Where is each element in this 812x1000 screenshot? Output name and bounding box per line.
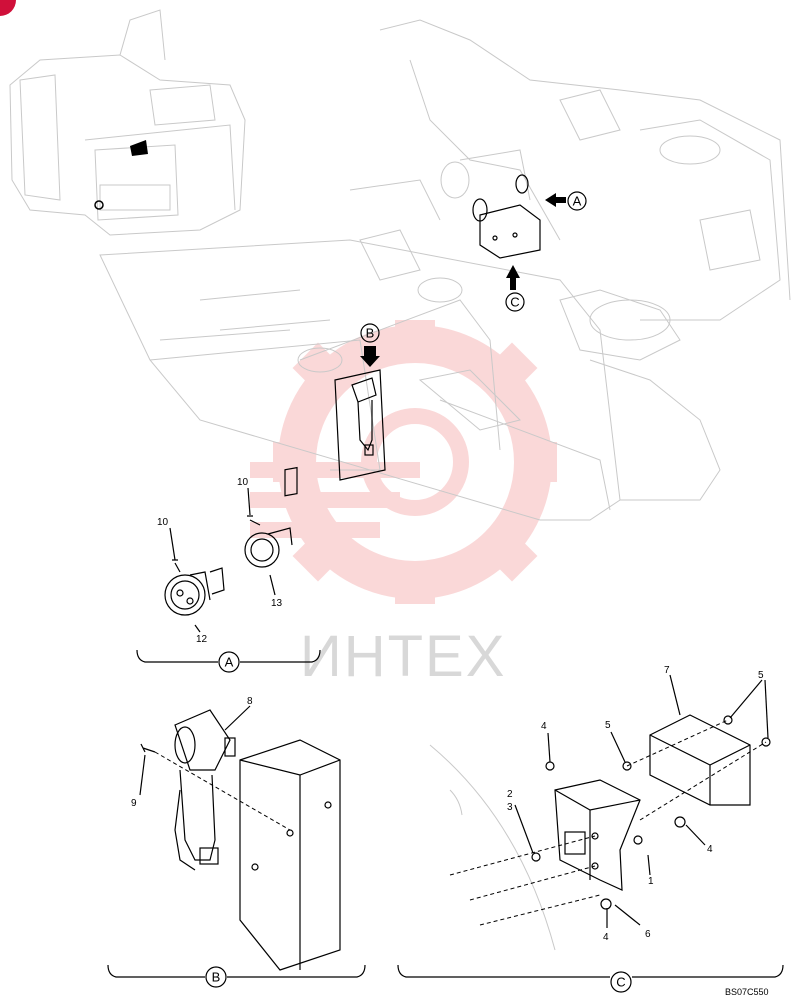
view-b-bracket bbox=[107, 964, 366, 978]
view-c-parts bbox=[429, 674, 771, 951]
part-12: 12 bbox=[196, 634, 208, 645]
part-6: 6 bbox=[645, 929, 651, 940]
watermark-gear-icon bbox=[250, 320, 557, 604]
pedal-bracket-main bbox=[334, 369, 386, 481]
view-a-circle bbox=[218, 651, 240, 673]
horn-bracket-main bbox=[472, 174, 541, 259]
callout-arrow-b-icon bbox=[360, 346, 380, 367]
view-c-label: C bbox=[616, 975, 625, 990]
chassis-frame bbox=[99, 19, 791, 521]
view-a-label: A bbox=[225, 655, 234, 670]
view-c-circle bbox=[610, 971, 632, 993]
machine-overview bbox=[9, 9, 246, 236]
view-b-dashed-line bbox=[154, 751, 291, 831]
part-1: 1 bbox=[648, 876, 654, 887]
part-4-c: 4 bbox=[603, 932, 609, 943]
corner-badge bbox=[0, 0, 16, 16]
part-10-b: 10 bbox=[237, 477, 249, 488]
view-c-bracket bbox=[397, 964, 784, 978]
callout-arrow-a-icon bbox=[545, 193, 566, 207]
view-b-leader-8 bbox=[224, 705, 251, 731]
view-b-leader-9 bbox=[139, 754, 146, 796]
drawing-code: BS07C550 bbox=[725, 987, 769, 997]
callout-circle-c bbox=[505, 292, 525, 312]
view-b-label: B bbox=[212, 970, 221, 985]
callout-arrow-c-icon bbox=[506, 265, 520, 290]
overview-arrow-icon bbox=[94, 140, 148, 210]
part-8: 8 bbox=[247, 696, 253, 707]
part-9: 9 bbox=[131, 798, 137, 809]
callout-label-c: C bbox=[510, 295, 519, 310]
part-3: 3 bbox=[507, 802, 513, 813]
part-4-a: 4 bbox=[541, 721, 547, 732]
view-a-bracket bbox=[136, 649, 321, 663]
part-5-b: 5 bbox=[605, 720, 611, 731]
callout-label-a: A bbox=[573, 194, 582, 209]
view-a-parts bbox=[164, 466, 298, 616]
callout-circle-b bbox=[360, 323, 380, 343]
part-13: 13 bbox=[271, 598, 283, 609]
view-b-circle bbox=[205, 966, 227, 988]
view-a-leaders bbox=[169, 487, 276, 633]
callout-label-b: B bbox=[366, 326, 375, 341]
part-5-a: 5 bbox=[758, 670, 764, 681]
part-7: 7 bbox=[664, 665, 670, 676]
view-b-parts bbox=[140, 709, 341, 971]
part-10-a: 10 bbox=[157, 517, 169, 528]
part-4-b: 4 bbox=[707, 844, 713, 855]
callout-circle-a bbox=[567, 191, 587, 211]
watermark-text: ИНТЕХ bbox=[300, 624, 506, 689]
part-2: 2 bbox=[507, 789, 513, 800]
